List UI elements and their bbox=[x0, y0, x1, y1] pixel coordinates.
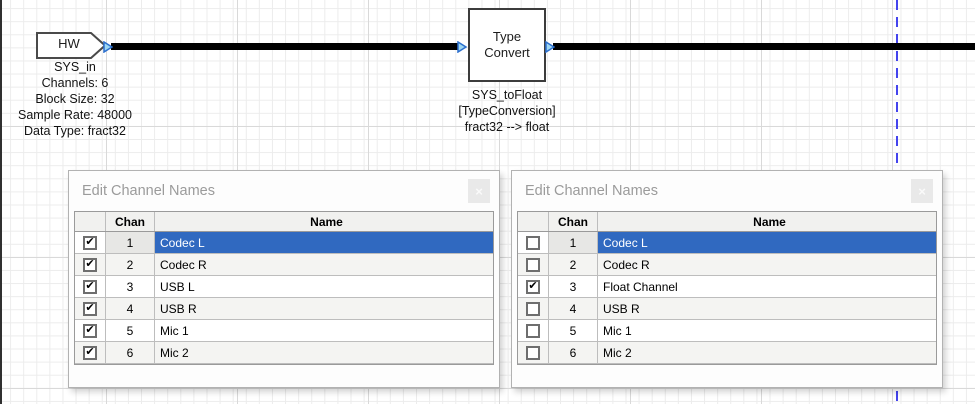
name-cell[interactable]: Mic 1 bbox=[603, 323, 632, 338]
table-row[interactable]: ✔ 4 USB R bbox=[75, 298, 493, 320]
caption-line: fract32 --> float bbox=[464, 120, 550, 134]
name-cell[interactable]: USB R bbox=[598, 298, 936, 319]
name-cell[interactable]: Codec L bbox=[598, 232, 936, 253]
title-line: Type bbox=[492, 29, 522, 44]
row-checkbox[interactable]: ✔ bbox=[83, 323, 97, 338]
caption-line: SYS_toFloat bbox=[471, 88, 543, 102]
row-checkbox[interactable]: ✔ bbox=[83, 345, 97, 360]
table-row[interactable]: ✔ 5 Mic 1 bbox=[75, 320, 493, 342]
title-line: Convert bbox=[484, 45, 530, 60]
type-convert-block-title: Type Convert bbox=[468, 29, 546, 61]
name-cell[interactable]: USB R bbox=[155, 298, 493, 319]
row-checkbox[interactable]: ✔ bbox=[83, 235, 97, 250]
name-cell[interactable]: Codec R bbox=[598, 254, 936, 275]
chan-cell: 2 bbox=[106, 254, 155, 275]
caption-line: Channels: 6 bbox=[41, 76, 109, 90]
row-checkbox[interactable] bbox=[526, 301, 540, 316]
header-chan-col: Chan bbox=[106, 212, 155, 231]
table-row[interactable]: 1 Codec L bbox=[518, 232, 936, 254]
chan-cell: 5 bbox=[106, 320, 155, 341]
edit-channel-names-dialog-left: Edit Channel Names × Chan Name ✔ 1 Codec… bbox=[68, 170, 500, 388]
dialog-titlebar[interactable]: Edit Channel Names × bbox=[69, 171, 499, 210]
chan-cell: 1 bbox=[106, 232, 155, 253]
chan-cell: 6 bbox=[106, 342, 155, 363]
chan-cell: 4 bbox=[106, 298, 155, 319]
type-convert-input-port-icon[interactable] bbox=[457, 41, 467, 53]
table-row[interactable]: 2 Codec R bbox=[518, 254, 936, 276]
dialog-titlebar[interactable]: Edit Channel Names × bbox=[512, 171, 942, 210]
header-checkbox-col bbox=[75, 212, 106, 231]
caption-line: [TypeConversion] bbox=[458, 104, 556, 118]
chan-cell: 5 bbox=[549, 320, 598, 341]
row-checkbox[interactable]: ✔ bbox=[83, 257, 97, 272]
name-cell[interactable]: Float Channel bbox=[603, 279, 678, 294]
table-row[interactable]: ✔ 2 Codec R bbox=[75, 254, 493, 276]
hw-block-caption: SYS_in Channels: 6 Block Size: 32 Sample… bbox=[0, 59, 160, 139]
row-checkbox[interactable]: ✔ bbox=[83, 301, 97, 316]
name-cell[interactable]: Mic 1 bbox=[160, 323, 189, 338]
name-cell[interactable]: Codec R bbox=[155, 254, 493, 275]
row-checkbox[interactable] bbox=[526, 257, 540, 272]
row-checkbox[interactable] bbox=[526, 323, 540, 338]
table-row[interactable]: ✔ 3 Float Channel bbox=[518, 276, 936, 298]
caption-line: Data Type: fract32 bbox=[24, 124, 126, 138]
table-header-row: Chan Name bbox=[518, 212, 936, 232]
type-convert-block-caption: SYS_toFloat [TypeConversion] fract32 -->… bbox=[427, 87, 587, 135]
chan-cell: 3 bbox=[549, 276, 598, 297]
row-checkbox[interactable] bbox=[526, 235, 540, 250]
chan-cell: 1 bbox=[549, 232, 598, 253]
edit-channel-names-dialog-right: Edit Channel Names × Chan Name 1 Codec L… bbox=[511, 170, 943, 388]
header-name-col: Name bbox=[155, 212, 493, 231]
table-row[interactable]: ✔ 3 USB L bbox=[75, 276, 493, 298]
table-row[interactable]: ✔ 1 Codec L bbox=[75, 232, 493, 254]
chan-cell: 4 bbox=[549, 298, 598, 319]
caption-line: SYS_in bbox=[54, 60, 96, 74]
name-cell[interactable]: Codec L bbox=[155, 232, 493, 253]
table-row[interactable]: 6 Mic 2 bbox=[518, 342, 936, 364]
signal-wire-hw-to-typeconvert[interactable] bbox=[111, 43, 458, 50]
canvas-left-edge bbox=[0, 0, 2, 404]
table-row[interactable]: 5 Mic 1 bbox=[518, 320, 936, 342]
close-icon[interactable]: × bbox=[468, 179, 490, 203]
hw-input-block[interactable] bbox=[36, 32, 107, 64]
row-checkbox[interactable]: ✔ bbox=[526, 279, 540, 294]
chan-cell: 6 bbox=[549, 342, 598, 363]
dialog-title: Edit Channel Names bbox=[82, 182, 215, 199]
table-row[interactable]: ✔ 6 Mic 2 bbox=[75, 342, 493, 364]
name-cell[interactable]: USB L bbox=[160, 279, 195, 294]
table-row[interactable]: 4 USB R bbox=[518, 298, 936, 320]
hw-output-port-icon[interactable] bbox=[103, 41, 113, 53]
hw-block-shape-icon bbox=[36, 32, 107, 59]
row-checkbox[interactable] bbox=[526, 345, 540, 360]
header-chan-col: Chan bbox=[549, 212, 598, 231]
caption-line: Sample Rate: 48000 bbox=[18, 108, 132, 122]
signal-wire-typeconvert-out[interactable] bbox=[553, 43, 975, 50]
caption-line: Block Size: 32 bbox=[35, 92, 115, 106]
type-convert-output-port-icon[interactable] bbox=[545, 41, 555, 53]
row-checkbox[interactable]: ✔ bbox=[83, 279, 97, 294]
hw-block-title: HW bbox=[58, 36, 80, 51]
chan-cell: 2 bbox=[549, 254, 598, 275]
table-header-row: Chan Name bbox=[75, 212, 493, 232]
name-cell[interactable]: Mic 2 bbox=[598, 342, 936, 363]
close-icon[interactable]: × bbox=[911, 179, 933, 203]
chan-cell: 3 bbox=[106, 276, 155, 297]
header-checkbox-col bbox=[518, 212, 549, 231]
channel-table: Chan Name ✔ 1 Codec L ✔ 2 Codec R ✔ 3 US… bbox=[74, 211, 494, 365]
channel-table: Chan Name 1 Codec L 2 Codec R ✔ 3 Float … bbox=[517, 211, 937, 365]
dialog-title: Edit Channel Names bbox=[525, 182, 658, 199]
header-name-col: Name bbox=[598, 212, 936, 231]
type-convert-block[interactable] bbox=[468, 8, 546, 82]
name-cell[interactable]: Mic 2 bbox=[155, 342, 493, 363]
